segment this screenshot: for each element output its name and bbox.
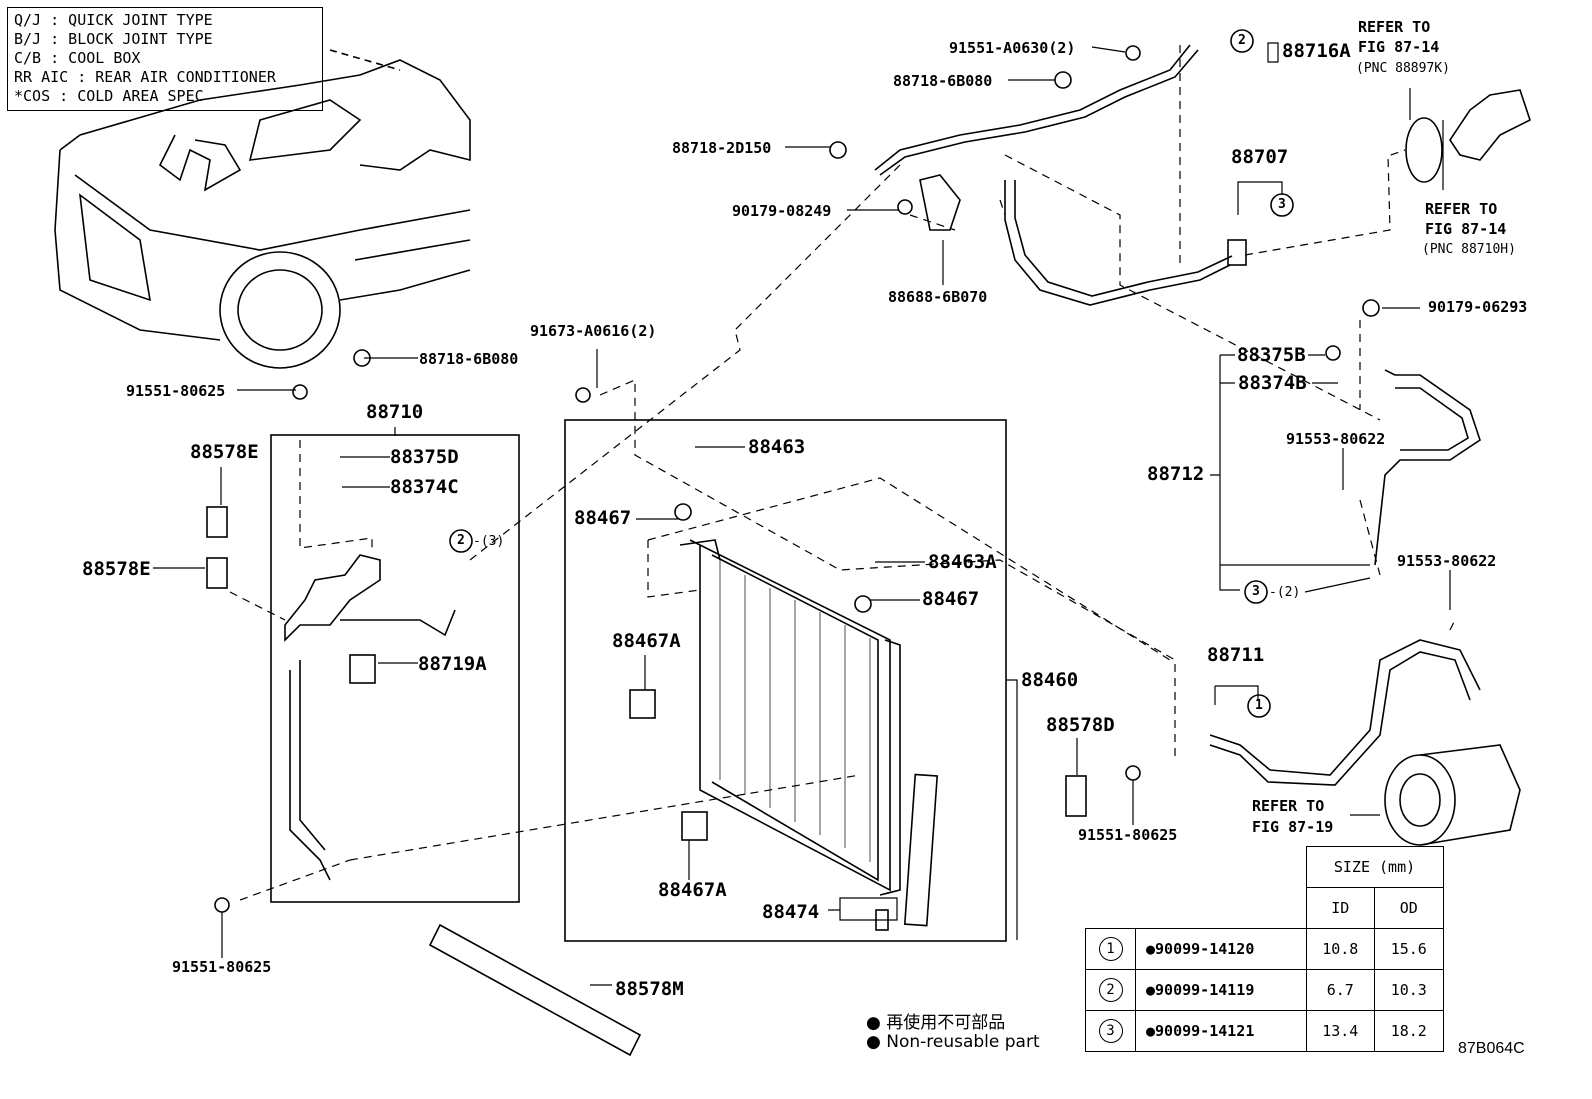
callout-2-left-qty: -(3) xyxy=(473,534,505,549)
inner-diameter: 6.7 xyxy=(1305,969,1375,1011)
o-ring-size-table: SIZE (mm) ID OD 1 ●90099-14120 10.8 15.6… xyxy=(1085,846,1444,1052)
inner-diameter: 13.4 xyxy=(1305,1010,1375,1052)
part-label-88710[interactable]: 88710 xyxy=(366,401,424,423)
part-label-91551-a0630[interactable]: 91551-A0630(2) xyxy=(949,39,1076,57)
part-label-88718-6b080-left[interactable]: 88718-6B080 xyxy=(419,350,519,368)
pipe-88711-illustration xyxy=(1209,639,1521,846)
part-label-88375b[interactable]: 88375B xyxy=(1237,344,1306,366)
part-label-88460[interactable]: 88460 xyxy=(1021,669,1079,691)
callout-3-right: 3 xyxy=(1252,584,1260,599)
col-od-header: OD xyxy=(1374,887,1444,929)
part-label-88467-a[interactable]: 88467 xyxy=(574,507,632,529)
refer-a-line2[interactable]: FIG 87-14 xyxy=(1358,38,1440,56)
part-label-88467a-a[interactable]: 88467A xyxy=(612,630,681,652)
legend-item: C/B : COOL BOX xyxy=(14,49,141,67)
refer-b-line2[interactable]: FIG 87-14 xyxy=(1425,220,1507,238)
ref-circle: 2 xyxy=(1098,978,1123,1002)
part-label-88712[interactable]: 88712 xyxy=(1147,463,1205,485)
part-label-88463[interactable]: 88463 xyxy=(748,436,806,458)
part-label-88719a[interactable]: 88719A xyxy=(418,653,487,675)
abbreviation-legend: Q/J : QUICK JOINT TYPE B/J : BLOCK JOINT… xyxy=(7,7,323,111)
callout-3-top: 3 xyxy=(1278,197,1286,212)
outer-diameter: 18.2 xyxy=(1374,1010,1444,1052)
part-label-88578d[interactable]: 88578D xyxy=(1046,714,1115,736)
callout-1-right: 1 xyxy=(1255,698,1263,713)
col-id-header: ID xyxy=(1305,887,1375,929)
size-header: SIZE (mm) xyxy=(1305,846,1444,888)
part-label-91673-a0616[interactable]: 91673-A0616(2) xyxy=(530,322,657,340)
part-label-91553-80622-a[interactable]: 91553-80622 xyxy=(1286,430,1386,448)
part-label-88374b[interactable]: 88374B xyxy=(1238,372,1307,394)
non-reusable-note-jp: ● 再使用不可部品 xyxy=(866,1013,1006,1033)
part-label-91551-80625-a[interactable]: 91551-80625 xyxy=(126,382,226,400)
part-label-88711[interactable]: 88711 xyxy=(1207,644,1265,666)
outer-diameter: 10.3 xyxy=(1374,969,1444,1011)
refer-c-line2[interactable]: FIG 87-19 xyxy=(1252,818,1334,836)
part-label-91551-80625-b[interactable]: 91551-80625 xyxy=(1078,826,1178,844)
refer-b-line3: (PNC 88710H) xyxy=(1422,242,1516,257)
seal-illustration xyxy=(1405,117,1443,183)
part-label-88467a-b[interactable]: 88467A xyxy=(658,879,727,901)
legend-item: B/J : BLOCK JOINT TYPE xyxy=(14,30,213,48)
part-label-88688-6b070[interactable]: 88688-6B070 xyxy=(888,288,988,306)
part-label-88467-b[interactable]: 88467 xyxy=(922,588,980,610)
part-label-88578m[interactable]: 88578M xyxy=(615,978,684,1000)
part-label-88578e-a[interactable]: 88578E xyxy=(190,441,259,463)
pipe-88712-illustration xyxy=(1374,369,1481,566)
valve-illustration xyxy=(1449,89,1531,161)
table-row: 1 ●90099-14120 10.8 15.6 xyxy=(1085,928,1444,970)
upper-hose-illustration xyxy=(874,44,1247,306)
o-ring-part-number[interactable]: ●90099-14119 xyxy=(1135,969,1307,1011)
refer-a-line3: (PNC 88897K) xyxy=(1356,61,1450,76)
part-label-88375d[interactable]: 88375D xyxy=(390,446,459,468)
ref-circle: 1 xyxy=(1098,937,1123,961)
callout-2-left: 2 xyxy=(457,533,465,548)
outer-diameter: 15.6 xyxy=(1374,928,1444,970)
part-label-88578e-b[interactable]: 88578E xyxy=(82,558,151,580)
pipe-88710-illustration xyxy=(284,554,456,881)
ref-circle: 3 xyxy=(1098,1019,1123,1043)
o-ring-part-number[interactable]: ●90099-14121 xyxy=(1135,1010,1307,1052)
refer-b-line1: REFER TO xyxy=(1425,200,1498,218)
part-label-88374c[interactable]: 88374C xyxy=(390,476,459,498)
refer-c-line1: REFER TO xyxy=(1252,797,1325,815)
callout-2-top: 2 xyxy=(1238,33,1246,48)
table-row: 2 ●90099-14119 6.7 10.3 xyxy=(1085,969,1444,1011)
part-label-88716a[interactable]: 88716A xyxy=(1282,40,1351,62)
inner-diameter: 10.8 xyxy=(1305,928,1375,970)
legend-item: *COS : COLD AREA SPEC xyxy=(14,87,204,105)
part-label-91553-80622-b[interactable]: 91553-80622 xyxy=(1397,552,1497,570)
part-label-88718-2d150[interactable]: 88718-2D150 xyxy=(672,139,772,157)
o-ring-part-number[interactable]: ●90099-14120 xyxy=(1135,928,1307,970)
part-label-90179-08249[interactable]: 90179-08249 xyxy=(732,202,832,220)
table-row: 3 ●90099-14121 13.4 18.2 xyxy=(1085,1010,1444,1052)
part-label-91551-80625-c[interactable]: 91551-80625 xyxy=(172,958,272,976)
legend-item: RR AIC : REAR AIR CONDITIONER xyxy=(14,68,276,86)
part-label-88718-6b080-top[interactable]: 88718-6B080 xyxy=(893,72,993,90)
vehicle-illustration xyxy=(54,59,471,369)
part-label-88707[interactable]: 88707 xyxy=(1231,146,1289,168)
legend-item: Q/J : QUICK JOINT TYPE xyxy=(14,11,213,29)
part-label-90179-06293[interactable]: 90179-06293 xyxy=(1428,298,1528,316)
part-label-88463a[interactable]: 88463A xyxy=(928,551,997,573)
group-box-88460 xyxy=(564,419,1007,942)
non-reusable-note-en: ● Non-reusable part xyxy=(866,1032,1040,1052)
condenser-illustration xyxy=(679,539,939,927)
refer-a-line1: REFER TO xyxy=(1358,18,1431,36)
figure-id: 87B064C xyxy=(1458,1040,1525,1057)
callout-3-right-qty: -(2) xyxy=(1269,585,1301,600)
part-label-88474[interactable]: 88474 xyxy=(762,901,820,923)
reinforcement-illustration xyxy=(428,923,642,1057)
